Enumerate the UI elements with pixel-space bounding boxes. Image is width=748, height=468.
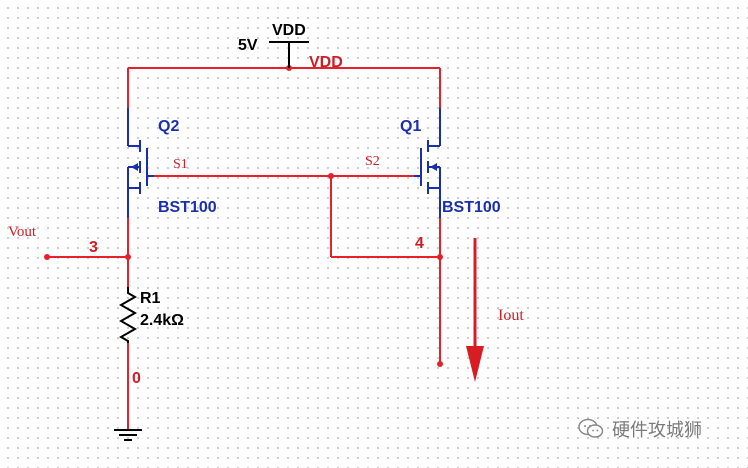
node-0-label: 0 bbox=[132, 370, 141, 387]
gate-junction bbox=[328, 173, 334, 179]
r1-ref-label: R1 bbox=[140, 290, 161, 307]
node3-junction bbox=[125, 254, 131, 260]
q1-transistor-symbol bbox=[414, 108, 441, 218]
vout-terminal bbox=[44, 254, 50, 260]
q1-model-label: BST100 bbox=[442, 199, 501, 216]
ground-symbol bbox=[114, 429, 142, 441]
q2-source-label: S1 bbox=[173, 157, 188, 172]
iout-arrow bbox=[466, 238, 484, 382]
watermark: 硬件攻城狮 bbox=[578, 414, 738, 444]
wechat-icon bbox=[578, 418, 604, 438]
q1-source-label: S2 bbox=[365, 154, 380, 169]
vdd-supply-symbol: VDD 5V bbox=[238, 22, 309, 68]
watermark-text: 硬件攻城狮 bbox=[612, 420, 702, 441]
r1-resistor-symbol bbox=[118, 287, 138, 343]
node4-junction bbox=[437, 254, 443, 260]
iout-label: Iout bbox=[498, 307, 524, 324]
q2-ref-label: Q2 bbox=[158, 118, 179, 135]
vdd-supply-label: VDD bbox=[272, 22, 306, 39]
r1-value-label: 2.4kΩ bbox=[140, 312, 184, 329]
q2-transistor-symbol bbox=[127, 108, 154, 218]
q2-model-label: BST100 bbox=[158, 199, 217, 216]
wires bbox=[47, 67, 441, 430]
node-3-label: 3 bbox=[89, 239, 98, 256]
iout-terminal bbox=[437, 361, 443, 367]
junctions bbox=[44, 65, 443, 367]
vdd-net-label: VDD bbox=[309, 54, 343, 71]
node-4-label: 4 bbox=[415, 235, 424, 252]
vout-label: Vout bbox=[8, 224, 37, 240]
supply-voltage-label: 5V bbox=[238, 37, 258, 54]
q1-ref-label: Q1 bbox=[400, 118, 421, 135]
